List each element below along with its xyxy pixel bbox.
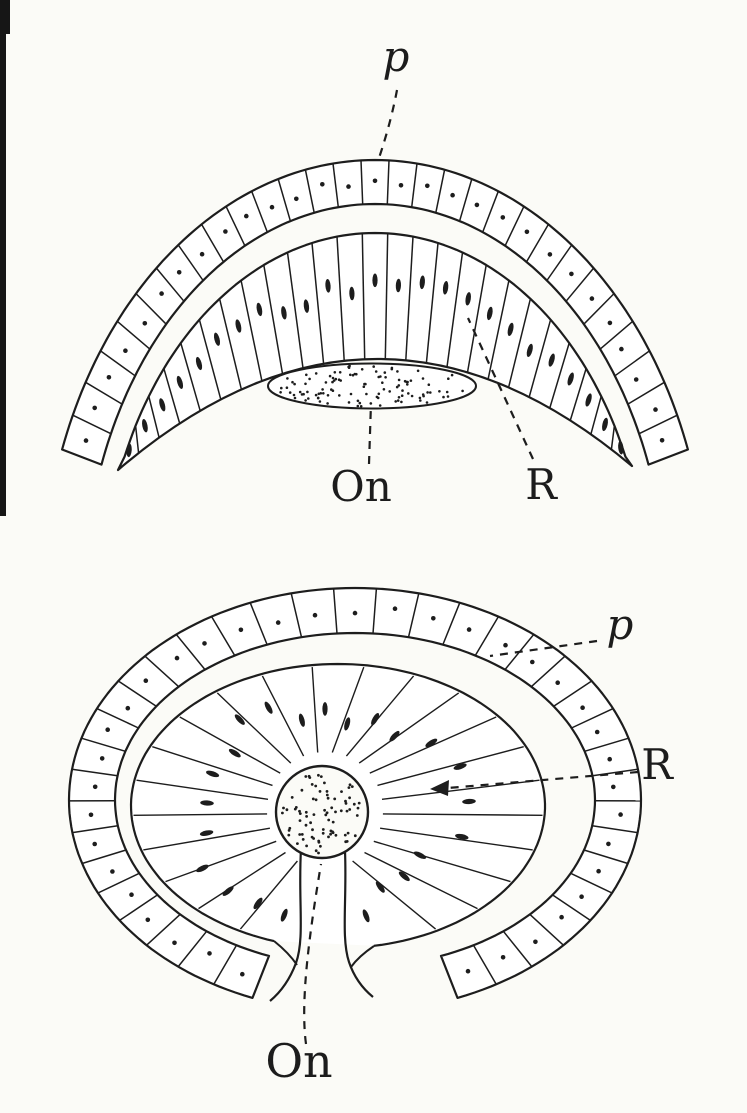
bottom-stippled-body: [274, 764, 370, 860]
label-top-p: p: [382, 32, 410, 81]
label-bottom-R: R: [641, 740, 673, 789]
top-outer-cell-band: [61, 158, 689, 466]
label-bottom-p: p: [606, 600, 634, 649]
leader-lines: [303, 89, 639, 1045]
label-bottom-On: On: [265, 1034, 333, 1088]
label-top-On: On: [330, 462, 392, 511]
label-top-R: R: [525, 460, 557, 509]
top-stippled-body: [267, 362, 477, 410]
scan-edge-artifact: [0, 0, 6, 516]
scan-edge-corner: [0, 0, 10, 34]
bottom-outer-cell-ring: [67, 586, 643, 999]
bottom-stalk: [269, 848, 374, 1002]
top-retina-band: [116, 231, 634, 472]
